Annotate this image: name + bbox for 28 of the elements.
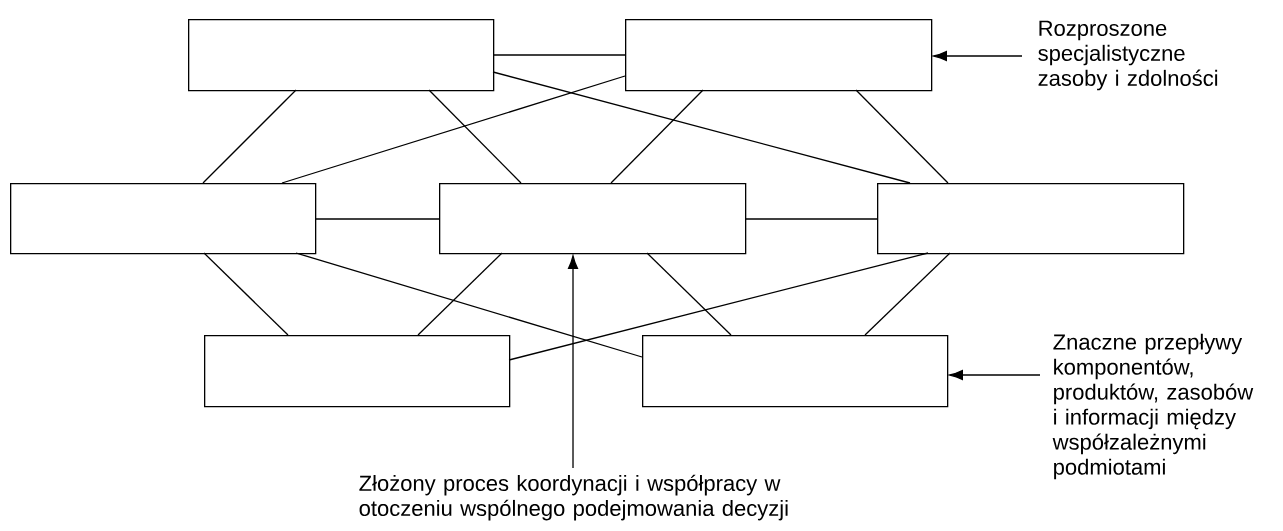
connector-line [492, 71, 911, 184]
note-text: Znaczne przepływy komponentów, produktów, zasobów i informacji między współzależnymi podmiotami [1052, 333, 1254, 480]
note-text: Złożony proces koordynacji i współpracy w otoczeniu wspólnego podejmowania decyzji [359, 474, 788, 521]
empty-box [188, 19, 495, 92]
note-text: Rozproszone specjalistyczne zasoby i zdolności [1038, 20, 1218, 91]
connector-line [864, 252, 951, 336]
connector-line [295, 252, 643, 358]
connector-line [492, 54, 626, 56]
connector-line [314, 218, 440, 220]
empty-box [204, 335, 511, 408]
empty-box [877, 183, 1185, 255]
connector-line [281, 75, 626, 184]
connector-line [417, 252, 503, 336]
connector-line [646, 252, 732, 336]
connector-line [202, 89, 297, 184]
connector-line [610, 89, 704, 184]
empty-box [642, 335, 949, 408]
empty-box [10, 183, 317, 255]
connector-line [428, 89, 522, 184]
empty-box [625, 19, 933, 92]
connector-line [855, 89, 949, 184]
connector-line [203, 252, 289, 336]
arrow [949, 369, 1041, 381]
connector-line [744, 218, 878, 220]
empty-box [439, 183, 747, 255]
arrow [567, 255, 579, 469]
arrow [933, 50, 1023, 62]
connector-line [508, 252, 929, 361]
